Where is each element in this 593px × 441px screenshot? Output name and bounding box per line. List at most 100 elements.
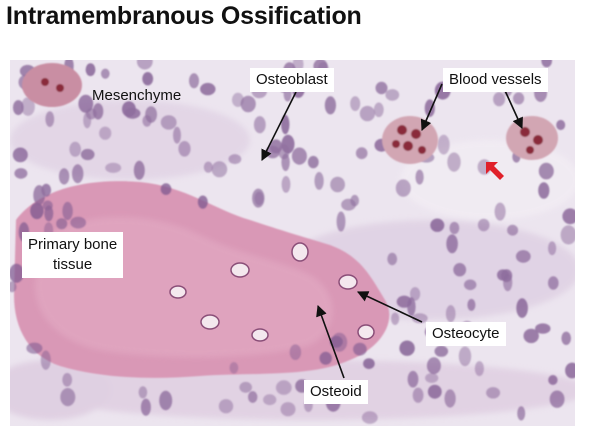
cell-nucleus <box>507 224 519 236</box>
cell-nucleus <box>538 162 554 180</box>
cell-nucleus <box>248 391 258 403</box>
cell-nucleus <box>44 205 54 222</box>
cell-nucleus <box>426 357 441 375</box>
cell-nucleus <box>361 411 378 424</box>
cell-nucleus <box>523 328 539 344</box>
cell-nucleus <box>62 201 73 221</box>
cell-nucleus <box>291 147 307 165</box>
cell-nucleus <box>133 160 145 180</box>
cell-nucleus <box>548 276 559 290</box>
cell-nucleus <box>548 241 557 256</box>
cell-nucleus <box>549 390 565 408</box>
label-osteoblast: Osteoblast <box>250 68 334 92</box>
cell-nucleus <box>218 399 234 414</box>
cell-nucleus <box>336 211 346 232</box>
label-mesenchyme: Mesenchyme <box>92 87 182 104</box>
cell-nucleus <box>60 388 76 407</box>
cell-nucleus <box>56 218 68 230</box>
cell-nucleus <box>430 218 445 232</box>
micrograph-image <box>10 60 575 426</box>
cell-nucleus <box>477 218 490 232</box>
cell-nucleus <box>45 111 55 127</box>
cell-nucleus <box>548 375 558 385</box>
cell-nucleus <box>160 115 177 130</box>
cell-nucleus <box>289 344 302 361</box>
cell-nucleus <box>10 281 17 293</box>
cell-nucleus <box>375 81 388 95</box>
cell-nucleus <box>391 312 400 325</box>
cell-nucleus <box>411 313 428 324</box>
cell-nucleus <box>437 134 450 155</box>
cell-nucleus <box>33 185 46 206</box>
cell-nucleus <box>395 179 411 197</box>
cell-nucleus <box>486 387 501 399</box>
cell-nucleus <box>101 68 110 79</box>
cell-nucleus <box>464 279 477 291</box>
label-blood-vessels: Blood vessels <box>443 68 548 92</box>
cell-nucleus <box>281 176 291 193</box>
cell-nucleus <box>556 119 566 131</box>
label-osteoid: Osteoid <box>304 380 368 404</box>
cell-nucleus <box>253 116 266 134</box>
cell-nucleus <box>458 346 472 367</box>
cell-nucleus <box>350 96 361 111</box>
cell-nucleus <box>178 141 191 157</box>
cell-nucleus <box>254 191 264 206</box>
cell-nucleus <box>197 195 208 209</box>
cell-nucleus <box>560 225 575 245</box>
label-osteocyte: Osteocyte <box>426 322 506 346</box>
cell-nucleus <box>21 97 35 116</box>
cell-nucleus <box>99 126 112 140</box>
cell-nucleus <box>444 389 456 408</box>
cell-nucleus <box>145 106 158 123</box>
cell-nucleus <box>330 176 345 193</box>
cell-nucleus <box>329 335 343 348</box>
cell-nucleus <box>136 60 153 70</box>
cell-nucleus <box>62 373 73 387</box>
cell-nucleus <box>562 208 575 225</box>
cell-nucleus <box>407 297 416 316</box>
cell-nucleus <box>515 250 531 263</box>
cell-nucleus <box>173 126 181 144</box>
cell-nucleus <box>280 402 296 417</box>
cell-nucleus <box>494 202 506 221</box>
cell-nucleus <box>385 89 400 101</box>
cell-nucleus <box>399 340 415 356</box>
cell-nucleus <box>263 394 277 406</box>
cell-nucleus <box>355 147 368 160</box>
cell-nucleus <box>72 164 84 184</box>
cell-nucleus <box>142 72 154 86</box>
cell-nucleus <box>30 202 44 220</box>
cell-nucleus <box>541 60 552 68</box>
cell-nucleus <box>517 406 526 421</box>
cell-nucleus <box>353 342 367 356</box>
cell-nucleus <box>281 153 290 172</box>
cell-nucleus <box>314 172 324 190</box>
cell-nucleus <box>516 298 528 318</box>
cell-nucleus <box>387 252 398 266</box>
cell-nucleus <box>200 82 216 96</box>
cell-nucleus <box>424 99 435 117</box>
cell-nucleus <box>138 386 148 399</box>
cell-nucleus <box>493 92 506 107</box>
cell-nucleus <box>85 63 96 77</box>
cell-nucleus <box>70 216 86 229</box>
cell-nucleus <box>359 105 375 122</box>
cell-nucleus <box>407 370 419 388</box>
cell-nucleus <box>513 92 525 105</box>
page-title: Intramembranous Ossification <box>6 2 362 30</box>
cell-nucleus <box>40 350 51 370</box>
cell-nucleus <box>240 95 256 113</box>
cell-nucleus <box>467 298 476 311</box>
label-primary-bone-line1: Primary bone <box>28 236 118 253</box>
cell-nucleus <box>203 161 213 173</box>
cell-nucleus <box>275 380 292 395</box>
cell-nucleus <box>410 287 421 301</box>
cell-nucleus <box>363 358 375 369</box>
cell-nucleus <box>160 183 172 195</box>
cell-nucleus <box>211 161 228 178</box>
cell-nucleus <box>449 221 460 235</box>
cell-nucleus <box>538 182 550 199</box>
cell-nucleus <box>447 152 461 172</box>
cell-nucleus <box>13 100 24 116</box>
